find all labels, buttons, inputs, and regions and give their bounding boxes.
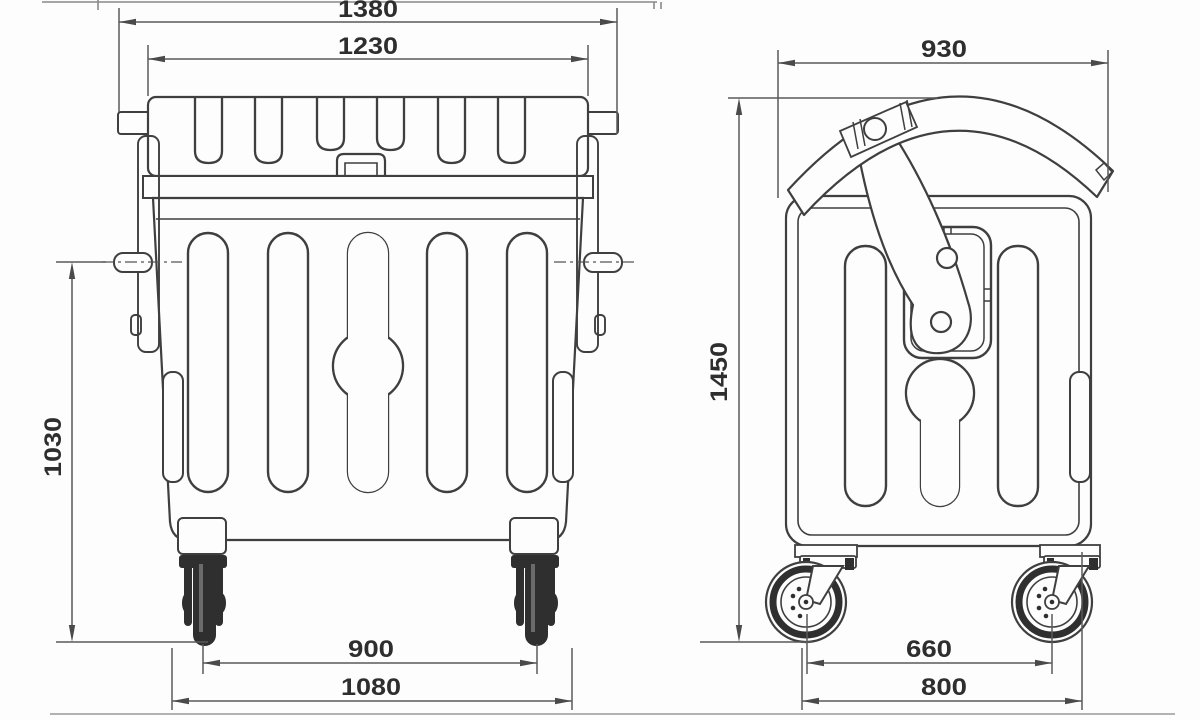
dim-label-1230: 1230 (338, 33, 398, 60)
side-wall-pocket (1069, 371, 1091, 483)
front-lid (146, 95, 590, 178)
dim-front-overall-width (118, 8, 618, 134)
dim-side-top-depth (777, 50, 1109, 198)
front-left-caster (179, 555, 227, 646)
front-caster-plates (177, 517, 559, 555)
front-center-keyhole-rib (331, 231, 405, 494)
crop-remnants (42, 0, 1175, 715)
front-side-brackets (130, 135, 606, 353)
side-front-wheel (764, 560, 848, 644)
dim-label-800: 800 (921, 674, 967, 701)
side-lever-arm (855, 133, 972, 355)
dim-label-1030: 1030 (40, 417, 67, 477)
dim-front-lid-width (147, 45, 589, 96)
dim-label-900: 900 (348, 636, 394, 663)
dim-label-660: 660 (906, 636, 952, 663)
front-lid-slots (193, 98, 527, 165)
front-body-ribs (186, 231, 549, 494)
dim-label-1380: 1380 (338, 0, 398, 23)
dim-side-wheel-base (806, 614, 1053, 674)
dim-side-overall-height (700, 97, 938, 643)
front-side-pockets (162, 371, 574, 483)
side-body-ribs (843, 244, 1040, 508)
front-lid-tabs (117, 111, 619, 135)
dim-front-wheel-track (202, 644, 538, 674)
side-view: 930 1450 660 800 (700, 36, 1115, 710)
front-view: 1380 1230 1030 900 (40, 0, 634, 710)
dim-front-base-width (171, 648, 573, 710)
dim-side-base-depth (801, 552, 1083, 710)
front-lid-rim (142, 175, 594, 199)
side-keyhole-rib (904, 357, 976, 508)
front-trunnions (102, 252, 634, 273)
front-lid-handle (335, 152, 387, 176)
side-dome-lid (786, 95, 1115, 217)
dim-label-1450: 1450 (706, 342, 733, 402)
side-pivot-holes (929, 246, 959, 334)
side-hinge-hole (863, 117, 887, 141)
front-right-caster (511, 555, 559, 646)
dim-front-side-height (56, 261, 208, 643)
dim-label-1080: 1080 (341, 674, 401, 701)
dim-label-930: 930 (921, 36, 967, 63)
